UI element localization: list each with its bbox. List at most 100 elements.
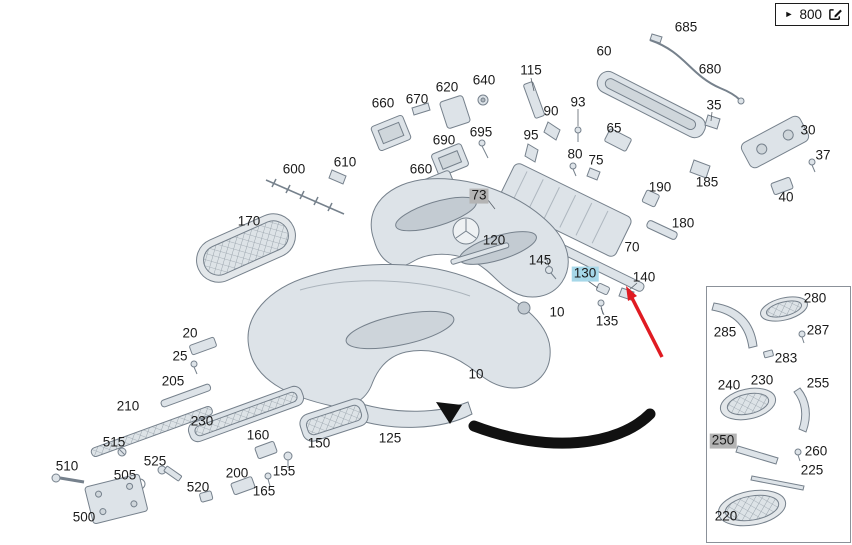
lower-bumper-cover-10 xyxy=(247,264,551,408)
part-label-73[interactable]: 73 xyxy=(469,187,489,204)
part-label-145[interactable]: 145 xyxy=(528,252,552,268)
part-label-30[interactable]: 30 xyxy=(800,122,816,138)
nav-arrow-icon: ► xyxy=(784,9,794,19)
screw-515 xyxy=(117,447,127,457)
part-label-40[interactable]: 40 xyxy=(778,189,794,205)
part-label-200[interactable]: 200 xyxy=(225,465,249,481)
trim-strip-120 xyxy=(450,242,510,265)
harness-connector xyxy=(737,97,745,105)
part-label-225[interactable]: 225 xyxy=(800,462,824,478)
bracket-95 xyxy=(524,143,539,163)
part-label-285[interactable]: 285 xyxy=(713,324,737,340)
part-label-255[interactable]: 255 xyxy=(806,375,830,391)
part-label-185[interactable]: 185 xyxy=(695,174,719,190)
part-label-510[interactable]: 510 xyxy=(55,458,79,474)
bracket-200 xyxy=(230,476,256,495)
part-label-75[interactable]: 75 xyxy=(588,152,604,168)
part-label-35[interactable]: 35 xyxy=(706,97,722,113)
module-620 xyxy=(439,95,471,129)
clip-155 xyxy=(283,451,293,468)
part-label-90[interactable]: 90 xyxy=(543,103,559,119)
grommet-640-center xyxy=(480,97,486,103)
inset-screw-287 xyxy=(798,330,806,344)
part-label-610[interactable]: 610 xyxy=(333,154,357,170)
part-label-140[interactable]: 140 xyxy=(632,269,656,285)
part-label-115[interactable]: 115 xyxy=(520,62,542,78)
part-label-240[interactable]: 240 xyxy=(717,377,741,393)
part-label-520[interactable]: 520 xyxy=(186,479,210,495)
trim-strip-210 xyxy=(90,406,213,458)
part-label-250[interactable]: 250 xyxy=(709,432,737,449)
edit-icon[interactable] xyxy=(828,7,843,22)
part-label-180[interactable]: 180 xyxy=(671,215,695,231)
part-label-283[interactable]: 283 xyxy=(774,350,798,366)
part-label-695[interactable]: 695 xyxy=(469,124,493,140)
part-label-70[interactable]: 70 xyxy=(624,239,640,255)
part-label-230[interactable]: 230 xyxy=(750,372,774,388)
goto-group-800-button[interactable]: ► 800 xyxy=(774,3,849,26)
part-label-10[interactable]: 10 xyxy=(549,304,565,320)
part-label-680[interactable]: 680 xyxy=(698,61,722,77)
inset-detail-panel xyxy=(706,286,851,543)
part-label-220[interactable]: 220 xyxy=(714,508,738,524)
license-plate-bracket-500 xyxy=(84,473,148,525)
part-label-120[interactable]: 120 xyxy=(482,232,506,248)
part-label-95[interactable]: 95 xyxy=(523,127,539,143)
part-label-660[interactable]: 660 xyxy=(409,161,433,177)
part-label-190[interactable]: 190 xyxy=(648,179,672,195)
lower-lip-125 xyxy=(351,401,473,428)
bracket-190 xyxy=(641,189,660,208)
part-label-170[interactable]: 170 xyxy=(237,213,261,229)
screw-37 xyxy=(808,158,816,173)
grille-strip-230 xyxy=(187,385,305,443)
bolt-80 xyxy=(569,162,577,177)
part-label-280[interactable]: 280 xyxy=(803,290,827,306)
part-label-150[interactable]: 150 xyxy=(307,435,331,451)
part-label-210[interactable]: 210 xyxy=(116,398,140,414)
pin-25 xyxy=(190,360,198,375)
part-label-500[interactable]: 500 xyxy=(72,509,96,525)
red-pointer-arrow xyxy=(626,286,664,358)
part-label-260[interactable]: 260 xyxy=(804,443,828,459)
part-label-685[interactable]: 685 xyxy=(674,19,698,35)
part-label-620[interactable]: 620 xyxy=(435,79,459,95)
bracket-670 xyxy=(411,102,431,116)
part-label-93[interactable]: 93 xyxy=(570,94,586,110)
inset-strip-225 xyxy=(750,475,805,491)
part-label-65[interactable]: 65 xyxy=(606,120,622,136)
part-label-690[interactable]: 690 xyxy=(432,132,456,148)
bumper-beam-60 xyxy=(596,70,706,139)
part-label-10[interactable]: 10 xyxy=(468,366,484,382)
screw-165 xyxy=(264,472,272,487)
part-label-37[interactable]: 37 xyxy=(815,147,831,163)
part-label-287[interactable]: 287 xyxy=(806,322,830,338)
part-label-125[interactable]: 125 xyxy=(378,430,402,446)
part-label-80[interactable]: 80 xyxy=(567,146,583,162)
part-label-505[interactable]: 505 xyxy=(113,467,137,483)
part-label-135[interactable]: 135 xyxy=(595,313,619,329)
part-label-670[interactable]: 670 xyxy=(405,91,429,107)
part-label-160[interactable]: 160 xyxy=(246,427,270,443)
radar-module-660 xyxy=(370,114,412,152)
part-label-640[interactable]: 640 xyxy=(472,72,496,88)
grille-insert-150 xyxy=(299,398,369,442)
clip-35 xyxy=(704,114,721,130)
part-label-525[interactable]: 525 xyxy=(143,453,167,469)
part-label-660[interactable]: 660 xyxy=(371,95,395,111)
part-label-25[interactable]: 25 xyxy=(172,348,188,364)
camera-module-690 xyxy=(431,143,469,177)
nav-target-number: 800 xyxy=(799,6,822,22)
wiring-harness-680 xyxy=(649,39,741,101)
part-label-600[interactable]: 600 xyxy=(282,161,306,177)
inset-foglamp-grille-240 xyxy=(719,387,777,421)
part-label-20[interactable]: 20 xyxy=(182,325,198,341)
part-label-130[interactable]: 130 xyxy=(571,265,599,282)
bracket-65 xyxy=(604,128,632,152)
part-label-230[interactable]: 230 xyxy=(190,413,214,429)
part-label-205[interactable]: 205 xyxy=(161,373,185,389)
part-label-165[interactable]: 165 xyxy=(252,483,276,499)
part-label-155[interactable]: 155 xyxy=(272,463,296,479)
part-label-60[interactable]: 60 xyxy=(596,43,612,59)
part-label-515[interactable]: 515 xyxy=(102,434,126,450)
